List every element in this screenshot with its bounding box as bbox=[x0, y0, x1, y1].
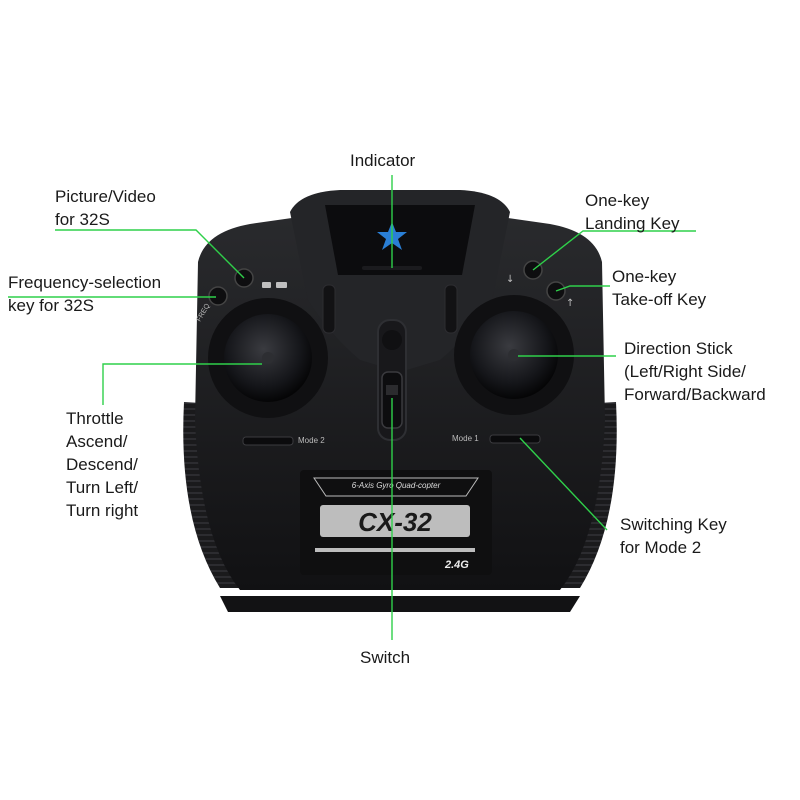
callout-line: Turn Left/ bbox=[66, 478, 139, 497]
callout-switching-key: Switching Key for Mode 2 bbox=[620, 513, 727, 559]
callout-line: Take-off Key bbox=[612, 290, 707, 309]
callout-line: Switch bbox=[360, 648, 411, 667]
callout-switch: Switch bbox=[360, 646, 410, 669]
leader-throttle bbox=[102, 363, 262, 405]
callout-frequency-selection: Frequency-selection key for 32S bbox=[8, 271, 161, 317]
leader-landing bbox=[532, 230, 696, 271]
callout-picture-video: Picture/Video for 32S bbox=[55, 185, 156, 231]
device-mode1-label: Mode 1 bbox=[452, 434, 479, 443]
callout-line: Switching Key bbox=[620, 515, 727, 534]
mode1-switch bbox=[489, 434, 541, 444]
callout-line: Throttle bbox=[66, 409, 124, 428]
callout-line: Indicator bbox=[350, 151, 416, 170]
controller-base bbox=[220, 596, 580, 612]
frequency-button bbox=[208, 286, 228, 306]
callout-line: Ascend/ bbox=[66, 432, 128, 451]
callout-line: Descend/ bbox=[66, 455, 138, 474]
callout-indicator: Indicator bbox=[350, 149, 415, 172]
callout-line: One-key bbox=[612, 267, 677, 286]
leader-takeoff bbox=[555, 285, 610, 292]
callout-line: Landing Key bbox=[585, 214, 680, 233]
down-arrow-icon: ↓ bbox=[506, 274, 514, 285]
device-mode2-label: Mode 2 bbox=[298, 436, 325, 445]
callout-direction-stick: Direction Stick (Left/Right Side/Forward/… bbox=[624, 337, 766, 406]
mode2-switch bbox=[242, 436, 294, 446]
device-subtitle: 6-Axis Gyro Quad-copter bbox=[352, 481, 441, 490]
callout-line: for 32S bbox=[55, 210, 110, 229]
up-arrow-icon: ↑ bbox=[566, 298, 574, 309]
video-icon bbox=[276, 282, 287, 288]
callout-line: for Mode 2 bbox=[620, 538, 702, 557]
callout-line: Direction Stick bbox=[624, 339, 733, 358]
callout-line: Turn right bbox=[66, 501, 139, 520]
leader-picture-video bbox=[55, 229, 245, 279]
callout-line: (Left/Right Side/ bbox=[624, 362, 746, 381]
device-band: 2.4G bbox=[444, 559, 469, 571]
camera-icon bbox=[262, 282, 271, 288]
callout-line: One-key bbox=[585, 191, 650, 210]
callout-line: key for 32S bbox=[8, 296, 94, 315]
device-model: CX-32 bbox=[358, 507, 432, 537]
leader-switching bbox=[519, 437, 608, 531]
callout-line: Picture/Video bbox=[55, 187, 156, 206]
callout-line: Forward/Backward bbox=[624, 385, 766, 404]
callout-line: Frequency-selection bbox=[8, 273, 162, 292]
